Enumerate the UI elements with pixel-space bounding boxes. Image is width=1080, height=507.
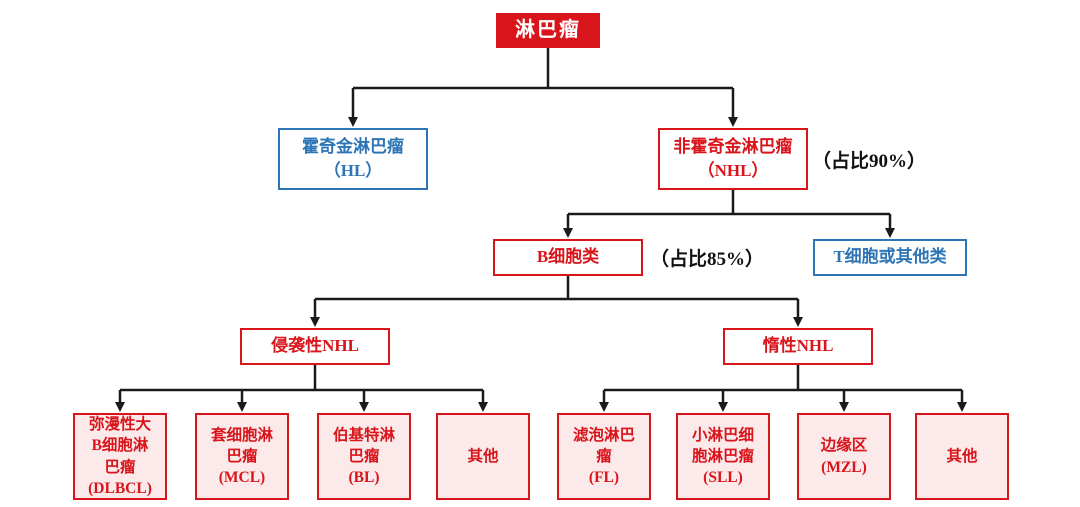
node-other-indolent: 其他 bbox=[915, 413, 1009, 500]
node-hodgkin-lymphoma: 霍奇金淋巴瘤 （HL） bbox=[278, 128, 428, 190]
node-mcl: 套细胞淋 巴瘤 (MCL) bbox=[195, 413, 289, 500]
node-indolent-nhl: 惰性NHL bbox=[723, 328, 873, 365]
node-lymphoma: 淋巴瘤 bbox=[496, 13, 600, 48]
node-non-hodgkin-lymphoma: 非霍奇金淋巴瘤 （NHL） bbox=[658, 128, 808, 190]
node-fl: 滤泡淋巴 瘤 (FL) bbox=[557, 413, 651, 500]
node-t-cell-or-other: T细胞或其他类 bbox=[813, 239, 967, 276]
node-mzl: 边缘区 (MZL) bbox=[797, 413, 891, 500]
node-dlbcl: 弥漫性大 B细胞淋 巴瘤 (DLBCL) bbox=[73, 413, 167, 500]
node-other-aggressive: 其他 bbox=[436, 413, 530, 500]
nhl-percentage-label: （占比90%） bbox=[812, 150, 927, 172]
node-b-cell-type: B细胞类 bbox=[493, 239, 643, 276]
node-aggressive-nhl: 侵袭性NHL bbox=[240, 328, 390, 365]
node-bl: 伯基特淋 巴瘤 (BL) bbox=[317, 413, 411, 500]
node-sll: 小淋巴细 胞淋巴瘤 (SLL) bbox=[676, 413, 770, 500]
b-cell-percentage-label: （占比85%） bbox=[650, 249, 765, 270]
